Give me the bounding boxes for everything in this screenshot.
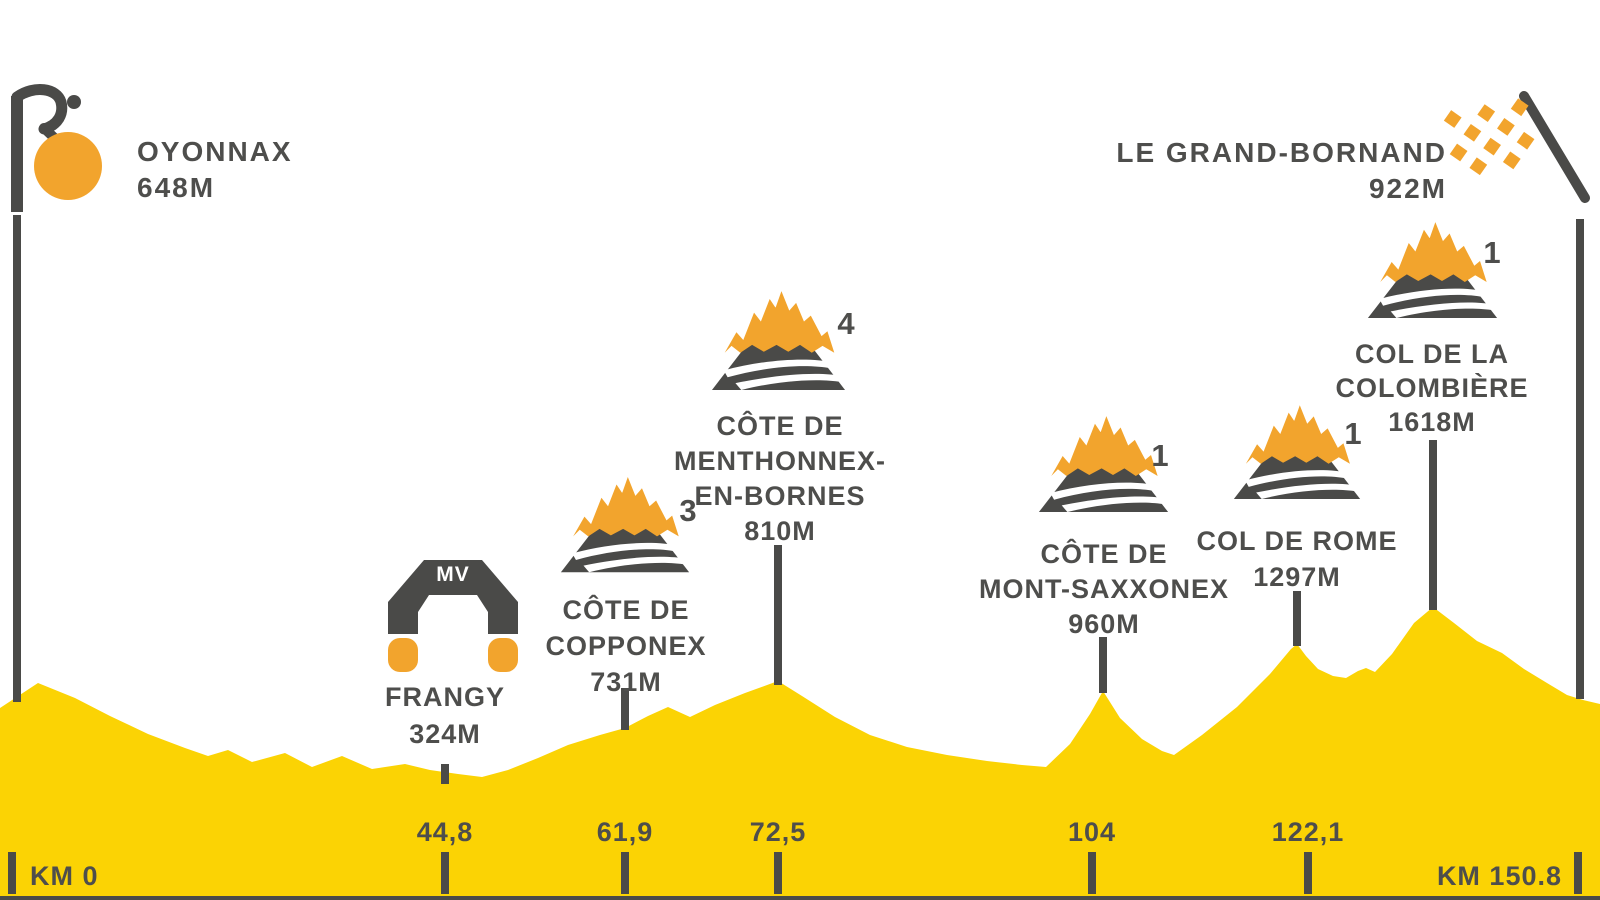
category-mont-saxxonex: 1 xyxy=(1151,438,1169,473)
tick-44-8 xyxy=(441,852,449,894)
finish-flag-icon xyxy=(1443,91,1590,203)
category-col-de-rome: 1 xyxy=(1344,416,1362,451)
mountain-icon-mont-saxxonex xyxy=(1038,416,1169,513)
tick-104 xyxy=(1088,852,1096,894)
category-menthonnex: 4 xyxy=(837,306,855,341)
category-copponex: 3 xyxy=(679,493,697,528)
tick-61-9 xyxy=(621,852,629,894)
tick-km-end xyxy=(1574,852,1582,894)
pole-colombiere xyxy=(1429,440,1437,610)
km-tick-label-122-1: 122,1 xyxy=(1271,817,1345,847)
start-location: OYONNAX 648M xyxy=(137,134,293,206)
label-menthonnex: CÔTE DE MENTHONNEX- EN-BORNES 810M xyxy=(674,411,886,546)
start-line xyxy=(13,215,21,702)
label-copponex: CÔTE DE COPPONEX 731M xyxy=(545,595,707,697)
pole-col-de-rome xyxy=(1293,591,1301,646)
frangy-elevation: 324M xyxy=(409,719,481,749)
km-tick-label-104: 104 xyxy=(1067,817,1117,847)
start-name: OYONNAX xyxy=(137,136,293,167)
mountain-icon-copponex xyxy=(560,476,690,573)
pole-copponex xyxy=(621,688,629,730)
finish-location: LE GRAND-BORNAND 922M xyxy=(1047,135,1447,207)
km-start-label: KM 0 xyxy=(30,861,99,891)
sprint-arch-label: MV xyxy=(436,563,470,586)
finish-elevation: 922M xyxy=(1368,173,1447,204)
km-tick-label-44-8: 44,8 xyxy=(416,817,474,847)
km-tick-label-72-5: 72,5 xyxy=(749,817,807,847)
sprint-arch-icon xyxy=(388,560,518,672)
label-mont-saxxonex: CÔTE DE MONT-SAXXONEX 960M xyxy=(978,539,1230,639)
tick-72-5 xyxy=(774,852,782,894)
tick-km0 xyxy=(8,852,16,894)
km-tick-label-61-9: 61,9 xyxy=(596,817,654,847)
finish-line xyxy=(1576,219,1584,699)
start-rider-icon xyxy=(11,84,102,212)
category-colombiere: 1 xyxy=(1483,235,1501,270)
tick-122-1 xyxy=(1304,852,1312,894)
pole-mont-saxxonex xyxy=(1099,637,1107,693)
km-end-label: KM 150.8 xyxy=(1436,861,1562,891)
pole-menthonnex xyxy=(774,545,782,685)
start-elevation: 648M xyxy=(137,172,216,203)
mountain-icon-menthonnex xyxy=(711,291,846,390)
label-frangy: FRANGY 324M xyxy=(385,679,505,753)
finish-name: LE GRAND-BORNAND xyxy=(1116,137,1447,168)
label-col-de-rome: COL DE ROME 1297M xyxy=(1196,526,1398,592)
label-colombiere: COL DE LA COLOMBIÈRE 1618M xyxy=(1335,339,1529,437)
mountain-icon-colombiere xyxy=(1367,222,1498,319)
baseline xyxy=(0,896,1600,900)
elevation-area xyxy=(0,607,1600,900)
frangy-name: FRANGY xyxy=(385,682,505,712)
pole-frangy xyxy=(441,764,449,784)
